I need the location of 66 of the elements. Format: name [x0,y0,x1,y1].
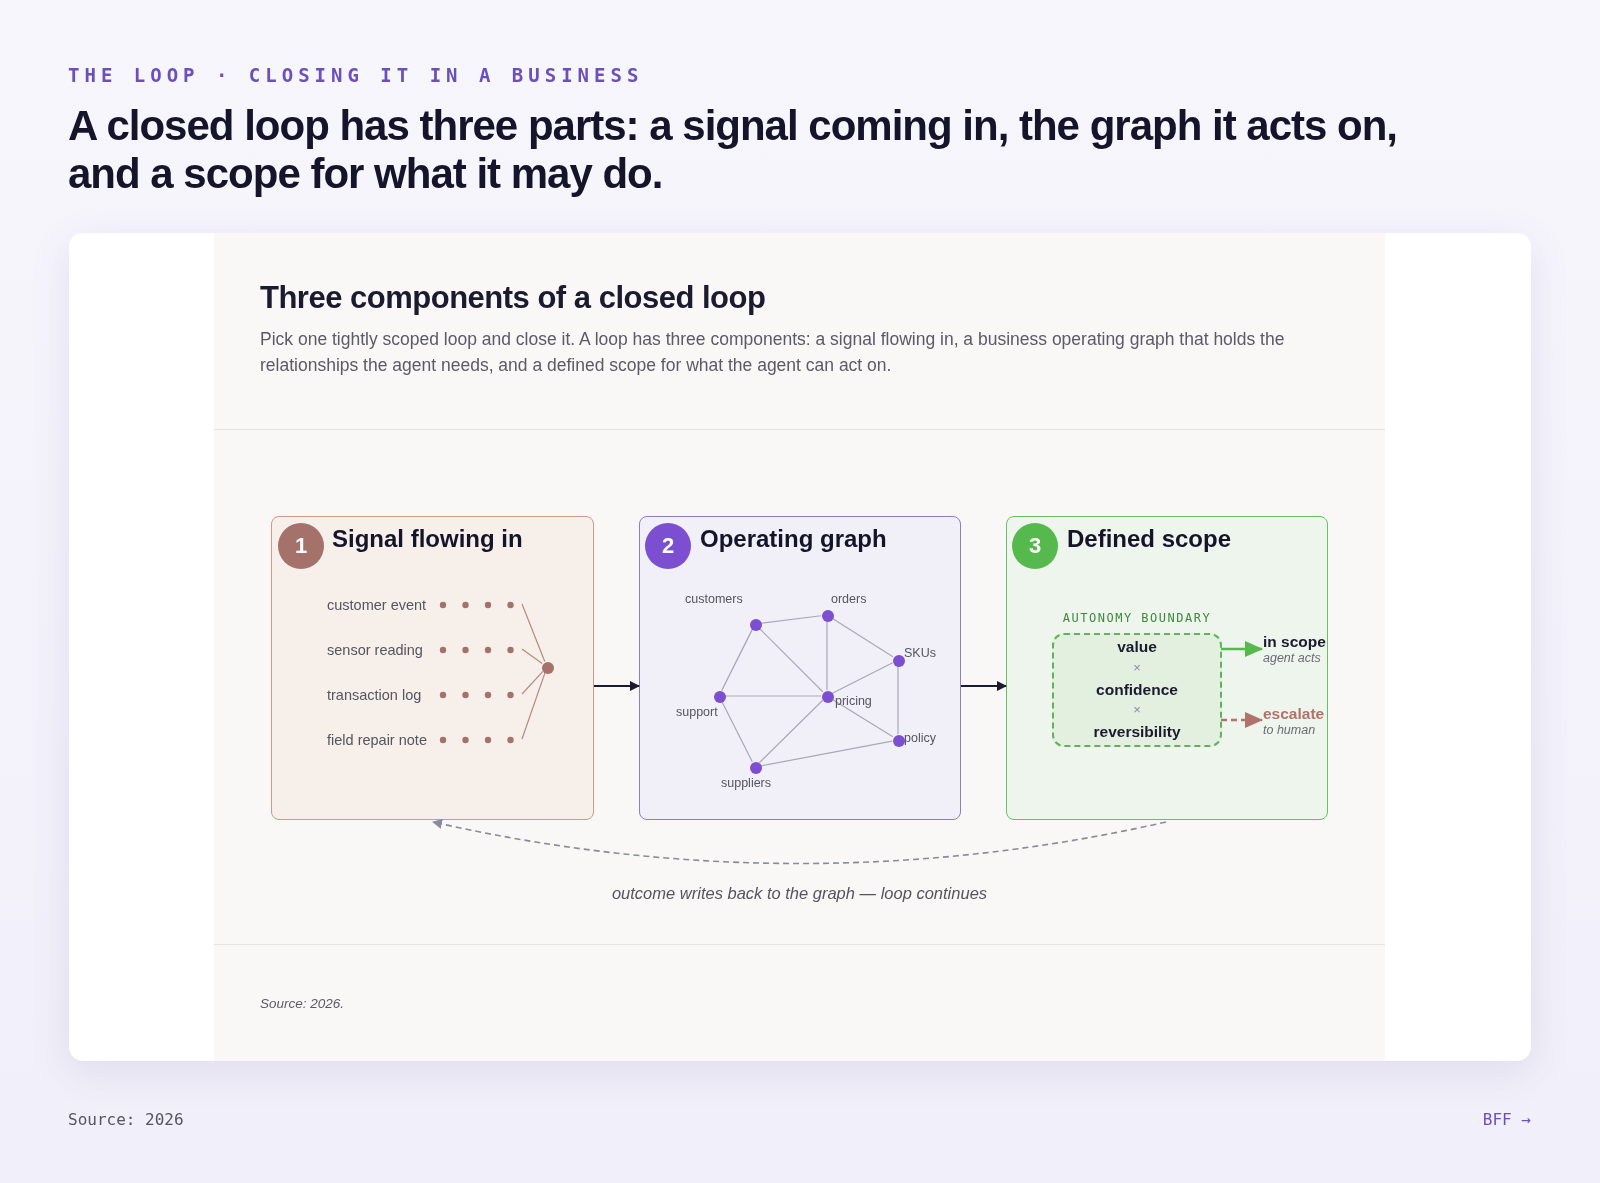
section-heading: Three components of a closed loop [260,280,766,316]
connector-line [724,695,822,697]
outcome-label: escalate [1263,705,1326,723]
source-note: Source: 2026. [260,996,345,1011]
outcome-label: in scope [1263,633,1327,651]
arrow [960,681,1007,691]
arrow [593,681,640,691]
connector-line [758,699,824,764]
multiply-sign: × [1133,660,1141,675]
number-badge: 1 [278,523,324,569]
graph-node [750,762,762,774]
connector-line [721,700,753,763]
merge-dot [542,662,554,674]
graph-node [750,619,762,631]
graph-node [822,691,834,703]
card-title: Signal flowing in [332,525,523,553]
arrow [1221,712,1263,728]
connector-line [521,648,543,665]
connector-line [831,662,894,694]
factor-label: confidence [1096,679,1178,699]
multiply-sign: × [1133,703,1141,718]
card-title: Operating graph [700,525,887,553]
graph-node [822,610,834,622]
arrow [1221,641,1263,657]
source-note: Source: 2026 [68,1110,184,1129]
number-badge: 2 [645,523,691,569]
boundary-heading: AUTONOMY BOUNDARY [1062,611,1212,625]
connector-line [897,665,899,735]
outcome-note: to human [1263,723,1317,738]
graph-node [893,655,905,667]
signal-label: field repair note [327,732,427,748]
signal-label: transaction log [327,687,422,703]
node-label: customers [685,592,743,606]
graph-node [714,691,726,703]
node-label: SKUs [904,646,936,660]
component-card [639,516,961,820]
factor-label: reversibility [1093,722,1181,741]
card-title: Defined scope [1067,525,1232,553]
node-label: support [676,705,718,719]
node-label: orders [831,592,867,606]
signal-label: sensor reading [327,642,423,658]
page-title: A closed loop has three parts: a signal coming in, the graph it acts on, and a scope for what it may do. [68,102,1398,198]
connector-line [758,627,824,693]
component-card [271,516,594,820]
node-label: pricing [835,694,872,708]
connector-line [521,670,544,695]
signal-label: customer event [327,597,427,613]
description-text: Pick one tightly scoped loop and close it. A loop has three components: a signal flowing in, a business operating graph that holds the relationships the agent needs, and a defined scope for what the agent can act on. [260,328,1286,377]
number-badge: 3 [1012,523,1058,569]
connector-line [760,615,822,624]
connector-line [521,603,546,662]
connector-line [521,672,546,740]
connector-line [831,617,894,658]
arrow [432,818,1167,865]
connector-line [831,698,894,738]
outcome-note: agent acts [1263,651,1322,666]
connector-line [826,620,828,691]
factor-label: value [1117,637,1157,656]
connector-line [721,628,753,692]
connector-line [760,740,893,767]
node-label: suppliers [721,776,772,790]
graph-node [893,735,905,747]
kicker-text: THE LOOP · CLOSING IT IN A BUSINESS [68,64,644,86]
node-label: policy [904,731,936,745]
footer-link: BFF → [1482,1110,1531,1129]
component-card [1006,516,1328,820]
